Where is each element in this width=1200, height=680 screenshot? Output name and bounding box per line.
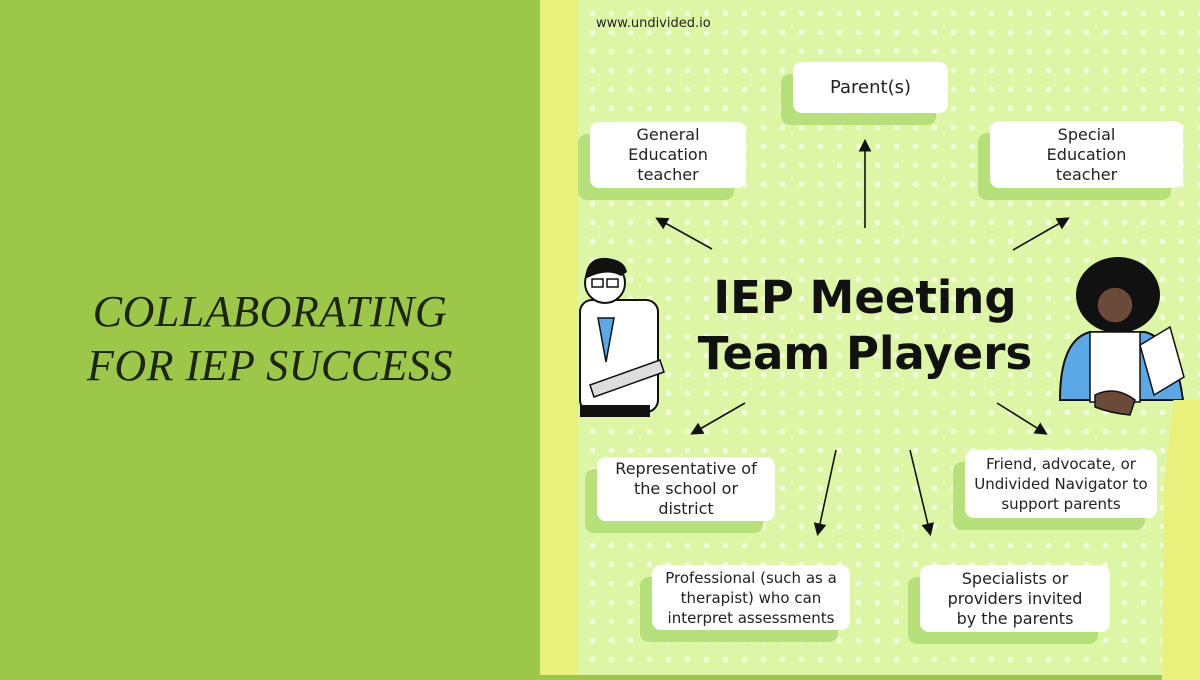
female-teacher-illustration bbox=[1058, 257, 1185, 416]
role-professional: Professional (such as a therapist) who c… bbox=[652, 565, 850, 630]
role-special-education-teacher: Special Education teacher bbox=[990, 121, 1183, 188]
headline: COLLABORATING FOR IEP SUCCESS bbox=[87, 287, 453, 390]
role-general-education-teacher: General Education teacher bbox=[590, 122, 746, 188]
arrow-general-ed bbox=[655, 217, 713, 250]
yellow-accent-shape bbox=[1162, 400, 1200, 680]
role-representative: Representative of the school or district bbox=[597, 457, 775, 521]
arrow-specialists bbox=[909, 449, 934, 537]
arrow-special-ed bbox=[1012, 217, 1070, 251]
infographic-title: IEP Meeting Team Players bbox=[697, 271, 1033, 380]
arrow-friend bbox=[996, 402, 1048, 435]
arrow-professional bbox=[813, 449, 837, 537]
left-panel: COLLABORATING FOR IEP SUCCESS bbox=[0, 0, 545, 675]
yellow-stripe bbox=[540, 0, 585, 675]
arrow-representative bbox=[690, 402, 746, 435]
role-friend-advocate: Friend, advocate, or Undivided Navigator… bbox=[965, 450, 1157, 518]
website-url: www.undivided.io bbox=[596, 16, 711, 31]
role-parents: Parent(s) bbox=[793, 62, 948, 113]
male-teacher-illustration bbox=[579, 257, 665, 417]
role-specialists: Specialists or providers invited by the … bbox=[920, 565, 1110, 632]
